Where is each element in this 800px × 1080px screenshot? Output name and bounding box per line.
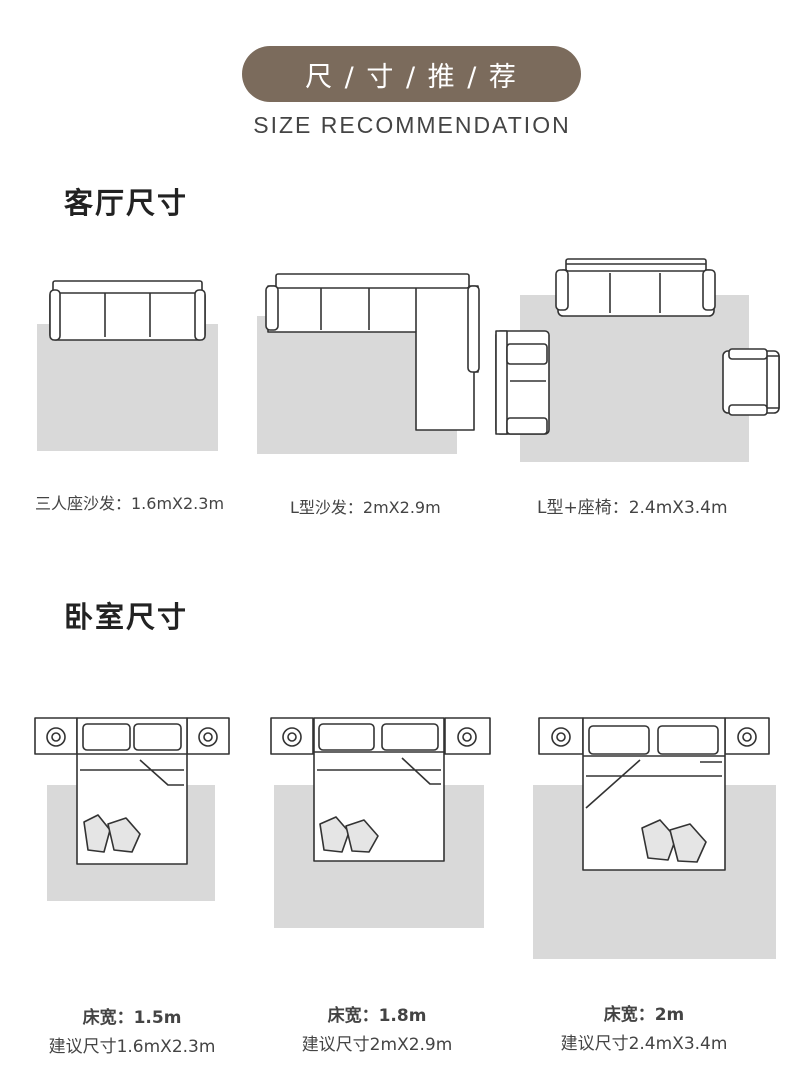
sofa-icon [555,258,716,317]
header-title-en: SIZE RECOMMENDATION [253,112,571,138]
bedroom-caption-3: 床宽：2m 建议尺寸2.4mX3.4m [524,1000,764,1054]
bedroom-caption-2: 床宽：1.8m 建议尺寸2mX2.9m [257,1001,497,1055]
bedroom-plan-3 [533,717,776,959]
bedroom-plan-2 [270,717,491,928]
pillow [657,725,719,755]
living-room-caption-3: L型+座椅：2.4mX3.4m [537,498,728,518]
pillow [82,723,131,751]
l-sofa-icon [265,273,480,431]
living-room-plan-l-sofa-chair [495,258,780,462]
lamp-icon [198,727,218,747]
living-room-section-title: 客厅尺寸 [64,186,189,220]
header-banner: 尺 / 寸 / 推 / 荐 [242,46,581,102]
loveseat-icon [495,330,550,435]
cushion [669,823,707,863]
pillow [588,725,650,755]
rug-suggestion-label: 建议尺寸2mX2.9m [301,1035,453,1055]
cushion [319,816,350,853]
cushion [83,814,111,853]
living-room-plan-l-sofa [257,273,480,454]
living-room-caption-2: L型沙发：2mX2.9m [290,498,441,517]
bedroom-section-title: 卧室尺寸 [64,600,189,634]
header-title-cn: 尺 / 寸 / 推 / 荐 [305,61,518,93]
bed-width-label: 床宽：1.5m [82,1008,182,1028]
rug [520,295,749,462]
bed-width-label: 床宽：2m [603,1005,685,1025]
rug [37,324,218,451]
lamp-icon [457,727,477,747]
lamp-icon [737,727,757,747]
living-room-caption-1: 三人座沙发：1.6mX2.3m [35,494,225,513]
lamp-icon [46,727,66,747]
bedroom-plan-1 [34,717,230,901]
rug-suggestion-label: 建议尺寸1.6mX2.3m [48,1037,216,1057]
pillow [381,723,439,751]
cushion [107,817,141,853]
living-room-plan-three-seat-sofa [37,280,218,451]
rug-suggestion-label: 建议尺寸2.4mX3.4m [560,1034,728,1054]
sofa-icon [49,280,206,341]
lamp-icon [282,727,302,747]
bed-width-label: 床宽：1.8m [327,1006,427,1026]
cushion [641,819,677,861]
bedroom-caption-1: 床宽：1.5m 建议尺寸1.6mX2.3m [12,1003,252,1057]
pillow [318,723,375,751]
lamp-icon [551,727,571,747]
pillow [133,723,182,751]
armchair-icon [722,348,780,416]
cushion [345,819,379,853]
